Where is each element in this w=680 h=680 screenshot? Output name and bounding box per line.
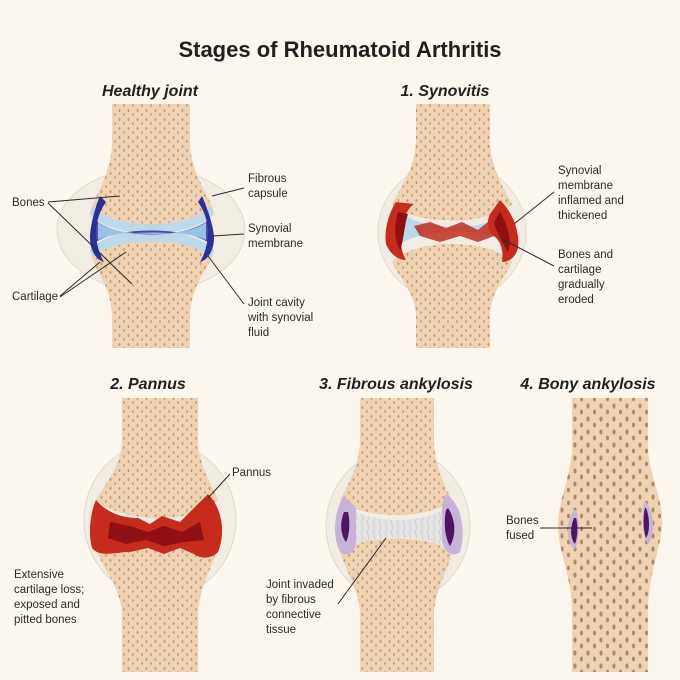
upper-cartilage xyxy=(90,206,214,234)
loss-label-1: Extensive xyxy=(14,569,64,581)
membrane-label-2: membrane xyxy=(248,238,303,250)
pannus-title: 2. Pannus xyxy=(109,376,186,393)
capsule-label-2: capsule xyxy=(248,188,288,200)
eroded-label-2: cartilage xyxy=(558,264,601,276)
bony-ankylosis-panel: 4. Bony ankylosis Bones fused xyxy=(506,376,663,672)
loss-label-2: cartilage loss; xyxy=(14,584,84,596)
invaded-label-1: Joint invaded xyxy=(266,579,334,591)
inflamed-label-4: thickened xyxy=(558,210,607,222)
synovial-fluid-right xyxy=(198,196,214,262)
fibrous-ankylosis-title: 3. Fibrous ankylosis xyxy=(319,376,473,393)
healthy-joint-title: Healthy joint xyxy=(102,83,199,100)
pannus-label: Pannus xyxy=(232,467,271,479)
invaded-label-2: by fibrous xyxy=(266,594,316,606)
eroded-label-3: gradually xyxy=(558,279,605,291)
loss-label-3: exposed and xyxy=(14,599,80,611)
inflamed-label-2: membrane xyxy=(558,180,613,192)
loss-label-4: pitted bones xyxy=(14,614,77,626)
fused-label-1: Bones xyxy=(506,515,539,527)
diagram-title: Stages of Rheumatoid Arthritis xyxy=(178,37,501,62)
inflamed-label-3: inflamed and xyxy=(558,195,624,207)
healthy-joint-panel: Healthy joint Bones Cartilage Fibrous ca… xyxy=(12,83,313,348)
membrane-label-1: Synovial xyxy=(248,223,291,235)
eroded-label-1: Bones and xyxy=(558,249,613,261)
synovitis-panel: 1. Synovitis Synovial membrane inflamed … xyxy=(377,83,624,348)
eroded-label-4: eroded xyxy=(558,294,594,306)
inflamed-label-1: Synovial xyxy=(558,165,601,177)
fibrous-ankylosis-panel: 3. Fibrous ankylosis Joint invaded by fi… xyxy=(266,376,473,672)
synovitis-title: 1. Synovitis xyxy=(401,83,490,100)
fused-label-2: fused xyxy=(506,530,534,542)
cartilage-label: Cartilage xyxy=(12,291,58,303)
pannus-panel: 2. Pannus Pannus Extensive cartilage los… xyxy=(14,376,271,672)
invaded-label-4: tissue xyxy=(266,624,296,636)
cavity-label-3: fluid xyxy=(248,327,269,339)
synovial-fluid-left xyxy=(90,196,106,262)
cavity-label-1: Joint cavity xyxy=(248,297,305,309)
invaded-label-3: connective xyxy=(266,609,321,621)
bony-ankylosis-title: 4. Bony ankylosis xyxy=(519,376,655,393)
cavity-label-2: with synovial xyxy=(247,312,313,324)
lower-cartilage xyxy=(90,230,214,258)
capsule-label-1: Fibrous xyxy=(248,173,287,185)
bones-label: Bones xyxy=(12,197,45,209)
